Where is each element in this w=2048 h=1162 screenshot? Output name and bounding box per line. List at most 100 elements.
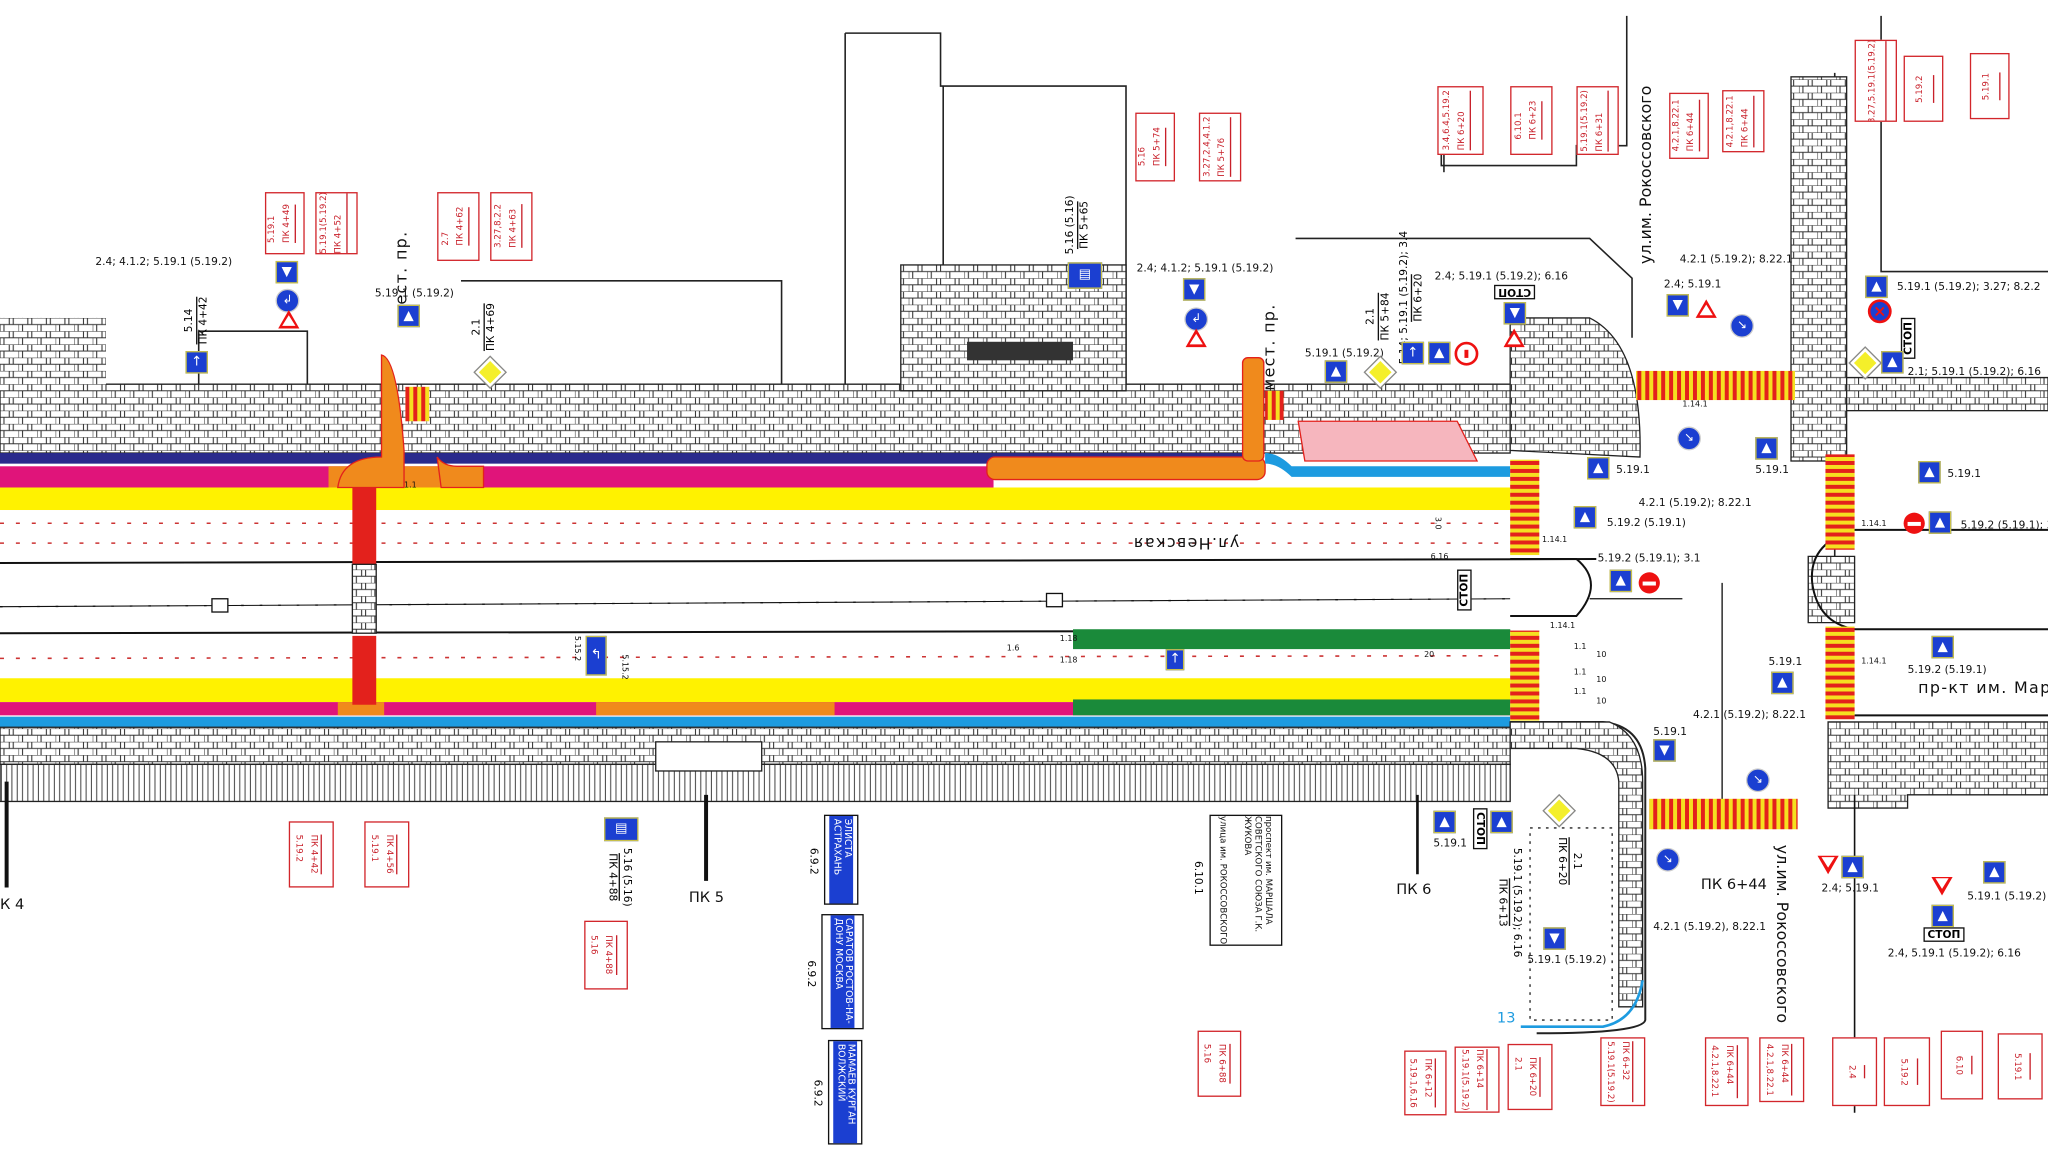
marking-label: 1.6	[1006, 643, 1020, 654]
yield-sign-icon	[1817, 855, 1839, 875]
pedestrian-crossing-sign-icon: ▲	[1865, 275, 1888, 299]
yield-sign-icon	[278, 309, 300, 329]
pedestrian-crossing-sign-icon: ▲	[1771, 671, 1794, 695]
street-label-local-passage: мест. пр.	[1259, 303, 1279, 391]
sign-label: 5.19.1	[1616, 463, 1650, 476]
picket-label: ПК 6	[1396, 880, 1432, 899]
sign-fraction-label: 5.16 (5.16)ПК 5+65	[1063, 195, 1091, 255]
direction-sign-code: 6.9.2	[808, 847, 820, 875]
sign-label: 4.2.1 (5.19.2); 8.22.1	[1679, 253, 1793, 265]
pedestrian-crossing-sign-icon: ▲	[1918, 460, 1941, 484]
stop-plate: СТОП	[1472, 808, 1488, 850]
direction-sign-intersection: улица им. РОКОССОВСКОГО проспект им. МАР…	[1209, 814, 1283, 946]
marking-label: 1.14.1	[1682, 400, 1708, 410]
sign-location-note: 5.19.1(5.19.2)ПК 6+32	[1600, 1037, 1646, 1107]
upper-sidewalk	[0, 383, 1511, 454]
crosswalk-west-north	[1510, 459, 1540, 556]
yield-pedestrian-sign-icon: ▼	[1503, 302, 1527, 325]
bus-stop-sign-icon: ▤	[1067, 262, 1103, 289]
marking-label: 10	[1596, 696, 1607, 707]
sign-label: 5.19.2 (5.19.1)	[1907, 663, 1987, 676]
sign-location-note: 5.19.1(5.19.2)ПК 6+14	[1454, 1046, 1500, 1113]
keep-right-sign-icon: ↘	[1730, 313, 1754, 338]
direction-sign-code: 6.9.2	[812, 1079, 824, 1107]
sign-label: 5.19.2 (5.19.1); 3.1	[1960, 519, 2048, 532]
yield-pedestrian-sign-icon: ▼	[1666, 294, 1690, 317]
yield-pedestrian-sign-icon: ▼	[1653, 739, 1676, 762]
median-red-upper	[352, 487, 377, 565]
sign-label: 2.4; 4.1.2; 5.19.1 (5.19.2)	[1136, 262, 1274, 275]
marking-label: 1.1	[1573, 642, 1587, 652]
sign-location-note: 3.27,5.19.1(5.19.2)	[1854, 39, 1897, 122]
yield-pedestrian-sign-icon: ▼	[1182, 278, 1206, 301]
marking-label: 1.1	[1573, 687, 1587, 697]
yield-sign-icon	[1695, 299, 1717, 318]
lane-orange-upper	[986, 456, 1266, 481]
sign-location-note: 6.10	[1940, 1030, 1984, 1100]
crosswalk-north	[1636, 370, 1795, 401]
sign-label: 4.2.1 (5.19.2); 8.22.1	[1638, 496, 1752, 509]
marking-label: 1.18	[1059, 634, 1078, 644]
no-entry-sign-icon	[1903, 512, 1925, 534]
sign-label: 4.2.1 (5.19.2), 8.22.1	[1653, 920, 1767, 933]
sign-label: 5.19.1	[1947, 467, 1982, 480]
street-label-rokossovskogo-north: ул.им. Рокоссовского	[1636, 85, 1656, 265]
crosswalk-south	[1649, 798, 1798, 830]
sign-label: 5.19.1 (5.19.2)	[1527, 953, 1607, 966]
bus-stop-sign-icon: ▤	[604, 817, 639, 842]
sign-label: 5.19.1	[1653, 725, 1687, 738]
crosswalk-east-north	[1825, 454, 1855, 550]
pedestrian-crossing-sign-icon: ▲	[1983, 861, 2006, 884]
lane-direction-sign-icon: ↰	[585, 635, 607, 676]
pedestrian-crossing-sign-icon: ▲	[1841, 855, 1864, 879]
lane-direction-sign-icon: ↑	[1165, 649, 1185, 671]
sign-label: 5.19.2 (5.19.1)	[1606, 516, 1686, 529]
crosswalk-east-south	[1825, 626, 1855, 720]
sign-location-note: 5.19.1(5.19.2)ПК 4+52	[315, 192, 358, 255]
direction-sign-code: 6.10.1	[1192, 861, 1205, 895]
median-red-lower	[352, 635, 377, 705]
sign-location-note: 2.4	[1832, 1037, 1878, 1107]
pedestrian-crossing-sign-icon: ▲	[1931, 635, 1954, 659]
sign-label: 5.19.2 (5.19.1); 3.1	[1597, 552, 1701, 565]
lane-yellow-upper	[0, 487, 1511, 511]
marking-label: 10	[1596, 650, 1607, 660]
yield-sign-icon	[1931, 876, 1953, 896]
lane-green-lower	[1073, 699, 1511, 716]
direction-sign-mamaev-kurgan: МАМАЕВ КУРГАН ВОЛЖСКИЙ	[827, 1039, 863, 1145]
street-label-marshala: пр-кт им. Марша	[1918, 678, 2048, 697]
info-sign-icon: ↑	[185, 351, 208, 374]
sign-location-note: 5.19.2	[1883, 1037, 1931, 1107]
marking-label: 1.18	[1059, 655, 1078, 666]
yield-pedestrian-sign-icon: ▼	[1543, 927, 1566, 950]
pedestrian-crossing-sign-icon: ▲	[1573, 506, 1597, 529]
crosswalk-west-south	[1510, 630, 1540, 721]
sign-label: 2.4; 5.19.1	[1821, 882, 1879, 895]
pedestrian-crossing-sign-icon: ▲	[1755, 437, 1778, 460]
sign-fraction-label: 5.16 (5.16)ПК 4+88	[606, 847, 634, 907]
pedestrian-crossing-sign-icon: ▲	[1587, 457, 1610, 480]
lane-magenta-upper	[0, 466, 994, 488]
picket-posts	[4, 781, 1419, 888]
marking-label: 1.14.1	[1861, 519, 1887, 529]
marking-label: 20	[1424, 650, 1435, 660]
marking-label: 3.0	[1433, 516, 1443, 530]
stop-plate: СТОП	[1923, 927, 1965, 942]
